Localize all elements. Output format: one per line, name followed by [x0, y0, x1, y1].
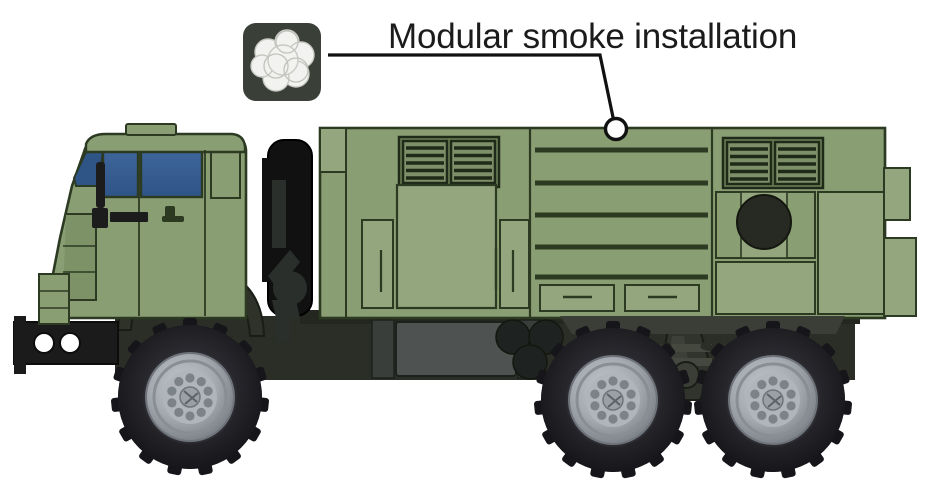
- roof-hatch: [125, 123, 177, 136]
- smoke-badge[interactable]: [243, 23, 321, 101]
- front-vent-grille: [397, 135, 501, 189]
- callout-label: Modular smoke installation: [388, 17, 798, 56]
- air-tanks: [495, 319, 564, 380]
- cab: [38, 123, 248, 325]
- door-window: [139, 145, 204, 199]
- ribbed-panel: [535, 147, 708, 280]
- rear-vent-grille: [721, 136, 825, 190]
- callout-marker: [603, 116, 629, 142]
- rear-cab-panel: [210, 149, 241, 199]
- rear-door: [817, 191, 885, 315]
- cab-step: [38, 273, 70, 325]
- smoke-cloud-inner-lines: [263, 30, 309, 83]
- side-panel-left: [361, 219, 394, 309]
- rear-step-upper: [883, 167, 911, 221]
- box-body: [318, 126, 917, 320]
- exhaust-stack: [262, 139, 313, 342]
- callout: [328, 53, 629, 142]
- circular-port: [736, 194, 792, 250]
- callout-leader-line: [328, 53, 616, 123]
- mirror-icon: [92, 162, 108, 228]
- front-bumper: [13, 316, 119, 374]
- rear-step-lower: [883, 237, 917, 317]
- cab-side-marker: [110, 212, 148, 222]
- cab-roof: [84, 132, 247, 154]
- side-panel-right: [499, 219, 530, 309]
- access-door: [395, 183, 498, 310]
- bumper-hole-right: [59, 332, 81, 354]
- cab-window: [101, 145, 140, 199]
- bumper-hole-left: [33, 332, 55, 354]
- body-front-lip: [319, 127, 347, 173]
